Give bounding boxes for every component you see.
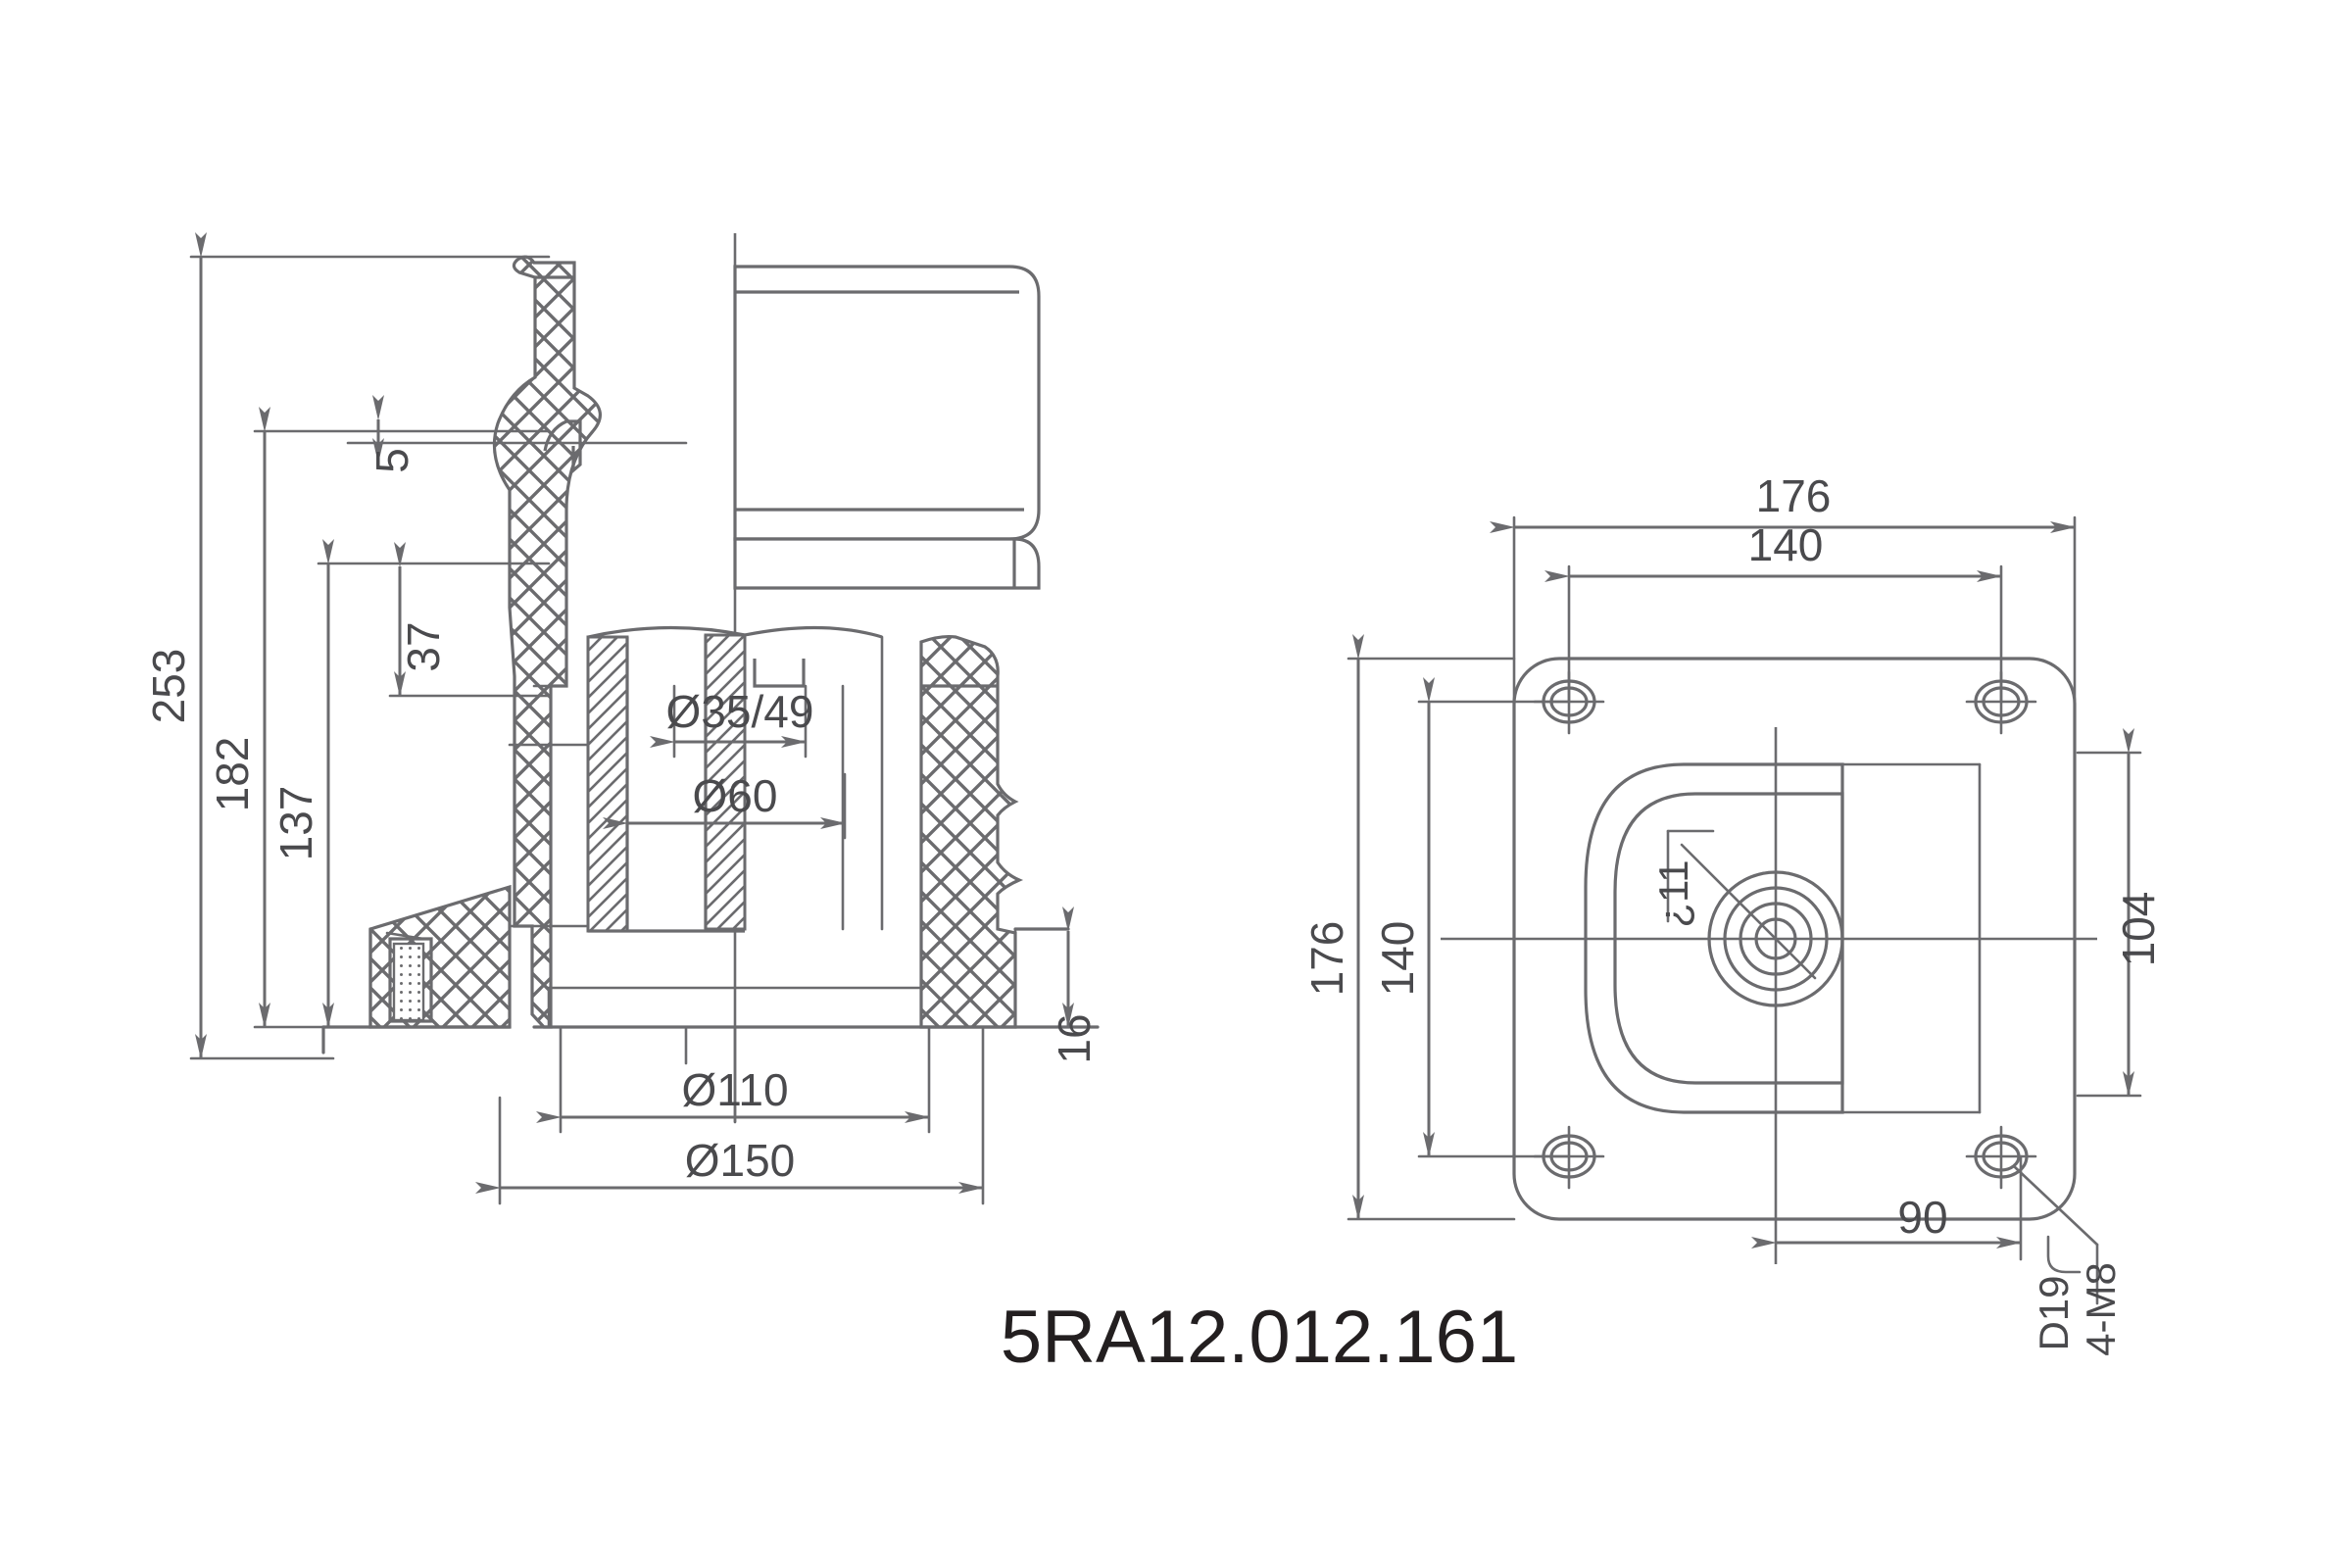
center-bore-assembly bbox=[508, 625, 884, 933]
dimension-dia-150-label: Ø150 bbox=[685, 1135, 796, 1186]
dimension-253-label: 253 bbox=[143, 649, 194, 724]
depth-symbol-icon bbox=[2046, 1235, 2082, 1274]
dimension-5: 5 bbox=[346, 395, 688, 473]
plan-top-view: 176 140 176 140 104 bbox=[1301, 470, 2164, 1356]
bore-wall-left bbox=[586, 635, 629, 933]
dimension-137: 137 bbox=[270, 539, 551, 1028]
plan-body-inner-profile bbox=[1613, 792, 1844, 1085]
dimension-plan-176-top: 176 bbox=[1490, 470, 2077, 717]
dimension-182-label: 182 bbox=[207, 737, 258, 812]
lower-left-flange bbox=[321, 884, 512, 1054]
plan-center-boss bbox=[1680, 843, 1844, 1007]
dimension-plan-center-callout-label: ¿11 bbox=[1650, 859, 1696, 927]
dimension-16-label: 16 bbox=[1049, 1013, 1100, 1063]
dimension-plan-4m8-label: 4-M8 bbox=[2078, 1262, 2124, 1356]
dimension-plan-90: 90 bbox=[1751, 1154, 2023, 1261]
dimension-plan-176-top-label: 176 bbox=[1756, 470, 1832, 521]
dimension-37: 37 bbox=[388, 542, 551, 698]
dimension-16: 16 bbox=[1049, 906, 1100, 1064]
right-body-section-hatch bbox=[919, 634, 1100, 1029]
plan-mounting-hole-bottom-right bbox=[1965, 1125, 2037, 1190]
dimension-plan-140-left: 140 bbox=[1372, 677, 1571, 1158]
dimension-5-label: 5 bbox=[367, 448, 417, 473]
dimension-plan-140-top: 140 bbox=[1544, 519, 2003, 704]
dimension-dia-60-label: Ø60 bbox=[693, 770, 778, 821]
dimension-plan-176-left: 176 bbox=[1301, 634, 1516, 1221]
dimension-plan-176-left-label: 176 bbox=[1301, 921, 1352, 997]
baseplate-lines bbox=[532, 986, 1017, 1029]
dimension-253: 253 bbox=[143, 232, 551, 1060]
dimension-dia-35-49-label: Ø35/49 bbox=[666, 686, 814, 737]
dimension-182: 182 bbox=[207, 407, 551, 1029]
dimension-137-label: 137 bbox=[270, 786, 321, 861]
dimension-plan-hole-callout: 4-M8 D19 bbox=[2012, 1164, 2124, 1356]
dimension-plan-140-left-label: 140 bbox=[1372, 921, 1423, 997]
dimension-dia-35-49: Ø35/49 bbox=[650, 684, 814, 759]
part-number-title: 5RA12.012.161 bbox=[1001, 1296, 1518, 1379]
dimension-plan-90-label: 90 bbox=[1897, 1192, 1947, 1243]
dimension-plan-center-callout: ¿11 bbox=[1650, 829, 1715, 928]
dimension-dia-110: Ø110 bbox=[536, 1025, 931, 1134]
dimension-dia-60: Ø60 bbox=[603, 770, 847, 840]
upper-insert-body bbox=[733, 265, 1041, 590]
plan-body-outer-profile bbox=[1584, 762, 1844, 1114]
dimension-dia-150: Ø150 bbox=[475, 1025, 985, 1205]
sectional-elevation-view: 253 182 137 37 5 bbox=[143, 232, 1100, 1205]
threaded-pin-detail bbox=[392, 942, 425, 1022]
dimension-plan-140-top-label: 140 bbox=[1748, 519, 1824, 570]
dimension-37-label: 37 bbox=[398, 621, 449, 671]
dimension-plan-d19-label: D19 bbox=[2031, 1275, 2077, 1350]
dimension-plan-104-right: 104 bbox=[2076, 728, 2164, 1098]
dimension-dia-110-label: Ø110 bbox=[681, 1064, 788, 1115]
dimension-plan-104-right-label: 104 bbox=[2113, 892, 2164, 967]
